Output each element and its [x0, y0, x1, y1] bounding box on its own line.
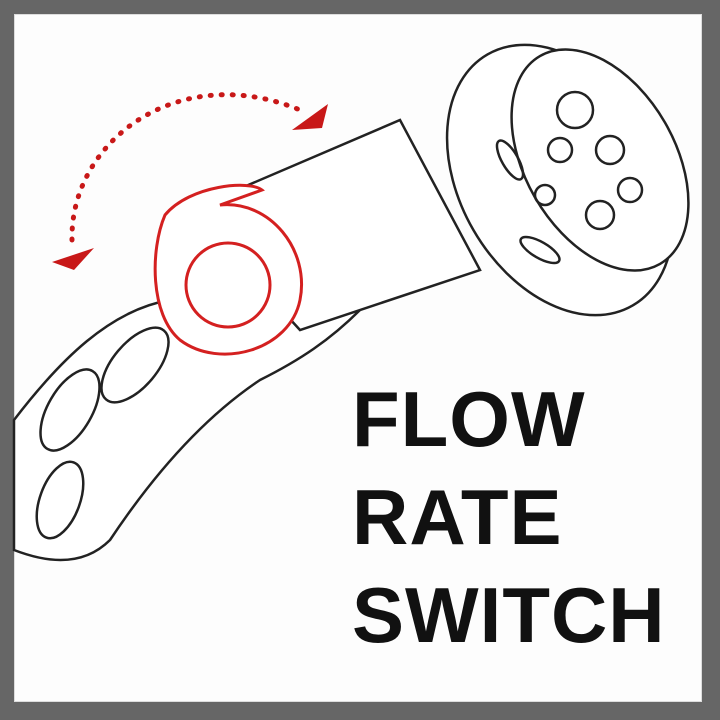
arrow-head-left-icon [52, 248, 94, 270]
rotation-arrow-icon [69, 92, 303, 243]
caption-line-3: SWITCH [352, 571, 666, 659]
spray-head [445, 43, 690, 317]
flow-rate-switch [153, 183, 303, 356]
feature-caption: FLOW RATE SWITCH [352, 370, 666, 664]
caption-line-2: RATE [352, 473, 563, 561]
caption-line-1: FLOW [352, 375, 586, 463]
nozzle-handle [12, 298, 363, 562]
arrow-head-right-icon [292, 104, 328, 130]
